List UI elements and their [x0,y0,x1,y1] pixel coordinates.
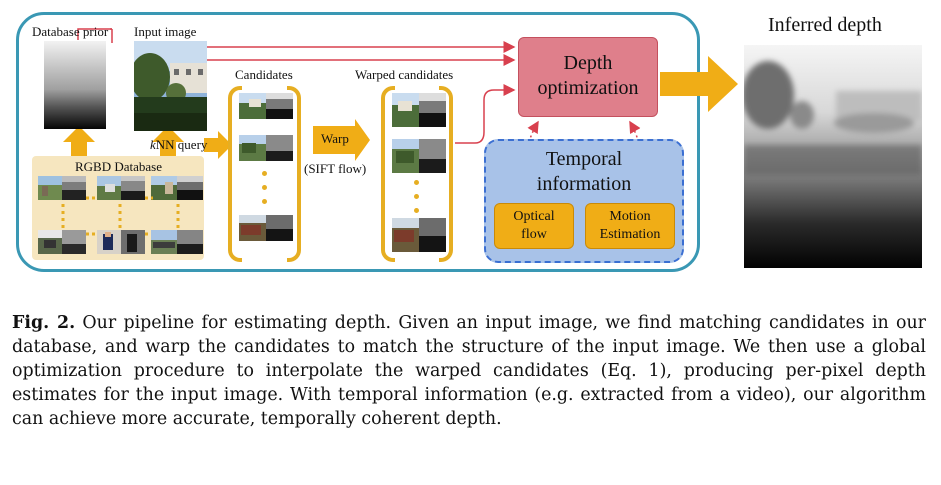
rgbd-to-prior-arrow [63,126,95,157]
temporal-information-title: Temporal information [486,147,682,197]
optical-flow-box: Optical flow [494,203,574,249]
rgbd-thumb-6 [151,230,203,254]
candidates-bracket-right [287,86,301,262]
sift-flow-label: (SIFT flow) [304,161,367,176]
connector-layer [63,28,738,201]
output-arrow [660,56,738,112]
candidates-bracket-left [228,86,242,262]
candidate-thumb-1 [239,93,293,119]
warped-dot-1 [414,180,419,185]
candidate-dot-3 [262,199,267,204]
rgbd-thumb-2 [97,176,145,200]
warp-label: Warp [321,131,349,146]
warped-bracket-left [381,86,395,262]
temporal-information-box: Temporal information Optical flow Motion… [484,139,684,263]
temporal-line-1: Temporal [545,148,623,170]
warped-dot-3 [414,208,419,213]
warped-thumb-1 [392,93,446,127]
warped-candidates-label: Warped candidates [355,67,454,82]
optical-flow-line-2: flow [521,227,547,242]
depth-optimization-box: Depth optimization [518,37,658,117]
knn-query-label: kNN query [150,137,207,153]
candidates-label: Candidates [235,67,293,82]
caption-text: Our pipeline for estimating depth. Given… [12,313,926,429]
warped-to-depth-arrow [455,84,516,144]
prior-to-depth-arrow [77,28,112,40]
depth-optimization-line-1: Depth [563,52,613,74]
motion-estimation-box: Motion Estimation [585,203,675,249]
warped-dot-2 [414,194,419,199]
inferred-depth-label: Inferred depth [768,14,882,36]
input-image-label: Input image [134,24,197,39]
knn-k: k [150,137,156,152]
optical-flow-line-1: Optical [513,209,555,224]
rgbd-database-label: RGBD Database [75,159,163,174]
inferred-depth-image [744,45,922,268]
database-prior-image [44,41,106,129]
knn-arrow [204,131,232,159]
motion-estimation-line-1: Motion [609,209,651,224]
database-prior-label: Database prior [32,24,109,39]
temporal-line-2: information [536,173,632,195]
warped-thumb-2 [392,139,446,173]
warp-arrow [313,119,370,161]
candidate-dot-2 [262,185,267,190]
caption-fig-label: Fig. 2. [12,313,76,333]
warped-thumb-3 [392,218,446,252]
candidate-thumb-2 [239,135,293,161]
depth-optimization-line-2: optimization [537,77,639,99]
input-image [134,41,207,131]
rgbd-thumb-3 [151,176,203,200]
candidate-thumb-3 [239,215,293,241]
knn-rest: NN query [155,137,208,152]
rgbd-thumb-1 [38,176,86,200]
warped-bracket-right [439,86,453,262]
rgbd-thumb-4 [38,230,86,254]
candidate-dot-1 [262,171,267,176]
pipeline-frame [16,12,700,272]
motion-estimation-line-2: Estimation [599,227,661,242]
rgbd-thumb-5 [97,230,145,254]
rgbd-to-input-arrow [152,126,184,157]
figure-caption: Fig. 2. Our pipeline for estimating dept… [12,311,926,431]
